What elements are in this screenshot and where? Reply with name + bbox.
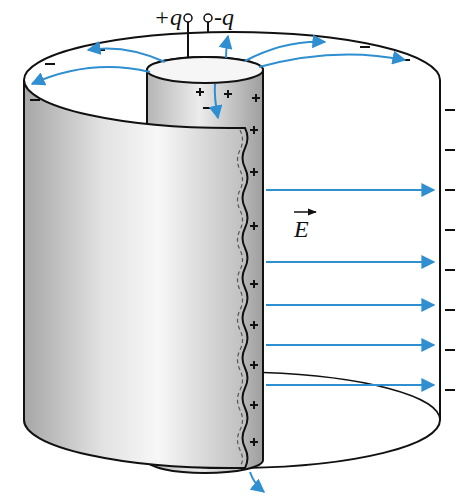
field-line: [259, 54, 405, 67]
field-line: [266, 344, 434, 346]
plus-sign: [250, 321, 258, 329]
minus-sign: [445, 109, 455, 111]
minus-sign: [445, 349, 455, 351]
field-line: [250, 472, 264, 492]
field-line: [266, 261, 434, 263]
minus-sign: [445, 269, 455, 271]
minus-sign: [445, 229, 455, 231]
charge-label: +q: [154, 4, 182, 30]
plus-sign: [252, 94, 260, 102]
cut-edge: [238, 130, 243, 466]
outer-wall: [439, 80, 441, 420]
plus-sign: [250, 401, 258, 409]
outer-cylinder-sheet: [24, 80, 248, 468]
field-line: [266, 384, 434, 386]
plus-sign: [196, 88, 204, 96]
field-lines-top: [32, 36, 405, 492]
wire: [187, 22, 189, 58]
field-line: [266, 304, 434, 306]
field-line: [245, 42, 325, 61]
outer-bottom-back: [263, 373, 440, 421]
outer-bottom-front: [245, 420, 440, 468]
rim-charges: [30, 88, 260, 108]
plus-sign: [250, 280, 258, 288]
plus-sign: [250, 361, 258, 369]
plus-sign: [250, 168, 258, 176]
minus-sign: [445, 149, 455, 151]
field-label: E: [294, 216, 309, 242]
field-line: [215, 84, 218, 118]
field-line: [266, 189, 434, 191]
field-line: [32, 67, 150, 84]
wire: [207, 22, 209, 32]
minus-sign: [445, 309, 455, 311]
field-lines: [266, 190, 434, 385]
terminal: [184, 14, 192, 22]
plus-sign: [224, 90, 232, 98]
minus-sign: [30, 99, 40, 101]
field-line: [88, 49, 165, 63]
minus-sign: [445, 189, 455, 191]
plus-sign: [250, 126, 258, 134]
terminal: [204, 14, 212, 22]
plus-charges: [250, 126, 258, 446]
minus-sign: [203, 107, 211, 109]
minus-sign: [45, 63, 55, 65]
minus-sign: [445, 389, 455, 391]
plus-sign: [250, 438, 258, 446]
plus-sign: [250, 222, 258, 230]
field-line: [226, 36, 228, 58]
charge-label: -q: [214, 4, 234, 30]
vector-arrow: [294, 211, 316, 213]
minus-sign: [360, 46, 370, 48]
